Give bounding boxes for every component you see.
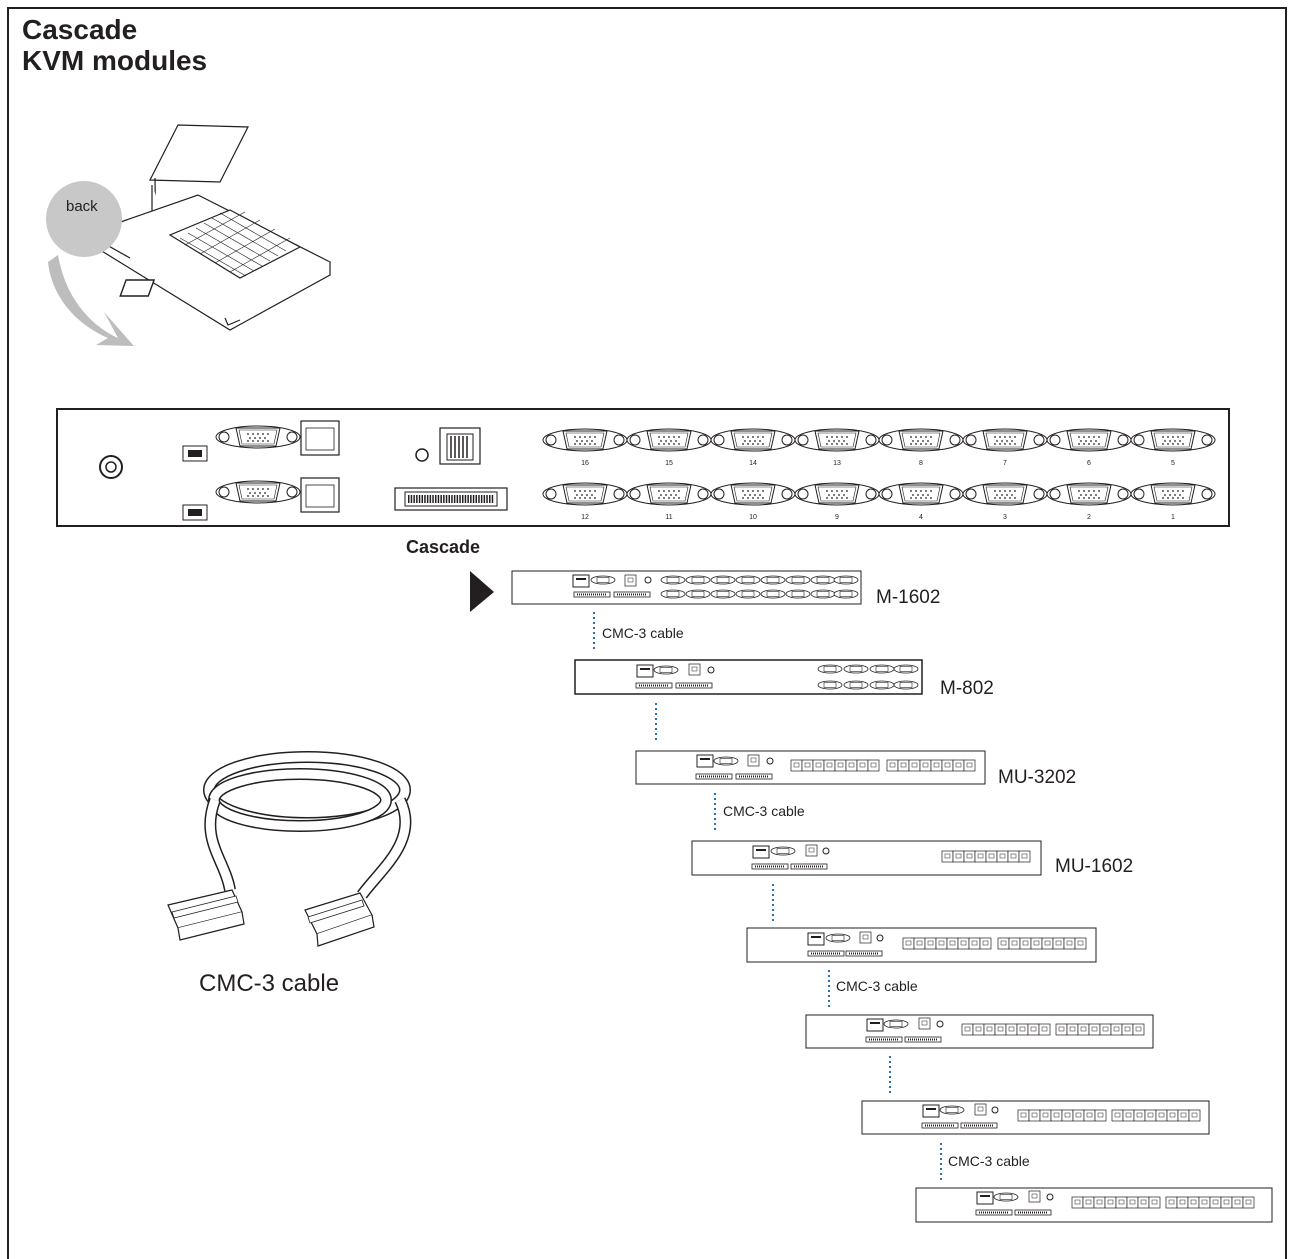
module-m-802 [574,659,923,695]
cmc-3-cable-illustration [167,751,412,947]
module-m-1602 [511,570,862,605]
cable-link-label: CMC-3 cable [948,1153,1030,1169]
title-line-2: KVM modules [22,45,208,76]
figure-frame [7,7,1287,1259]
module-label-mu-1602: MU-1602 [1055,856,1134,877]
port-label: 8 [919,460,923,467]
port-label: 15 [665,460,673,467]
port-label: 7 [1003,460,1007,467]
port-label: 10 [749,514,757,521]
module-32-port [805,1014,1154,1049]
port-label: 5 [1171,460,1175,467]
module-label-m-802: M-802 [940,678,994,699]
title-line-1: Cascade [22,14,138,45]
back-bubble [46,181,122,257]
cable-caption: CMC-3 cable [199,970,340,997]
cable-link-label: CMC-3 cable [836,978,918,994]
page-title: Cascade KVM modules [22,14,207,76]
port-label: 9 [835,514,839,521]
port-label: 4 [919,514,923,521]
back-label: back [66,198,98,215]
cascade-pointer-icon [470,571,494,612]
module-32-port [915,1187,1273,1223]
back-arrow-icon [48,255,134,346]
main-unit-back-panel: 16 15 14 13 8 7 6 5 12 11 10 9 4 3 2 1 [56,408,1230,527]
module-mu-3202 [635,750,986,785]
port-label: 13 [833,460,841,467]
module-32-port [746,927,1097,963]
module-32-port [861,1100,1210,1135]
cable-link-label: CMC-3 cable [602,625,684,641]
module-label-m-1602: M-1602 [876,587,941,608]
module-mu-1602 [691,840,1042,876]
port-label: 2 [1087,514,1091,521]
port-label: 3 [1003,514,1007,521]
port-label: 12 [581,514,589,521]
port-label: 6 [1087,460,1091,467]
module-label-mu-3202: MU-3202 [998,767,1077,788]
cascade-label: Cascade [406,537,481,557]
port-label: 16 [581,460,589,467]
rack-console-illustration [90,124,332,331]
port-label: 14 [749,460,757,467]
port-label: 1 [1171,514,1175,521]
port-label: 11 [665,514,672,521]
cable-link-label: CMC-3 cable [723,803,805,819]
